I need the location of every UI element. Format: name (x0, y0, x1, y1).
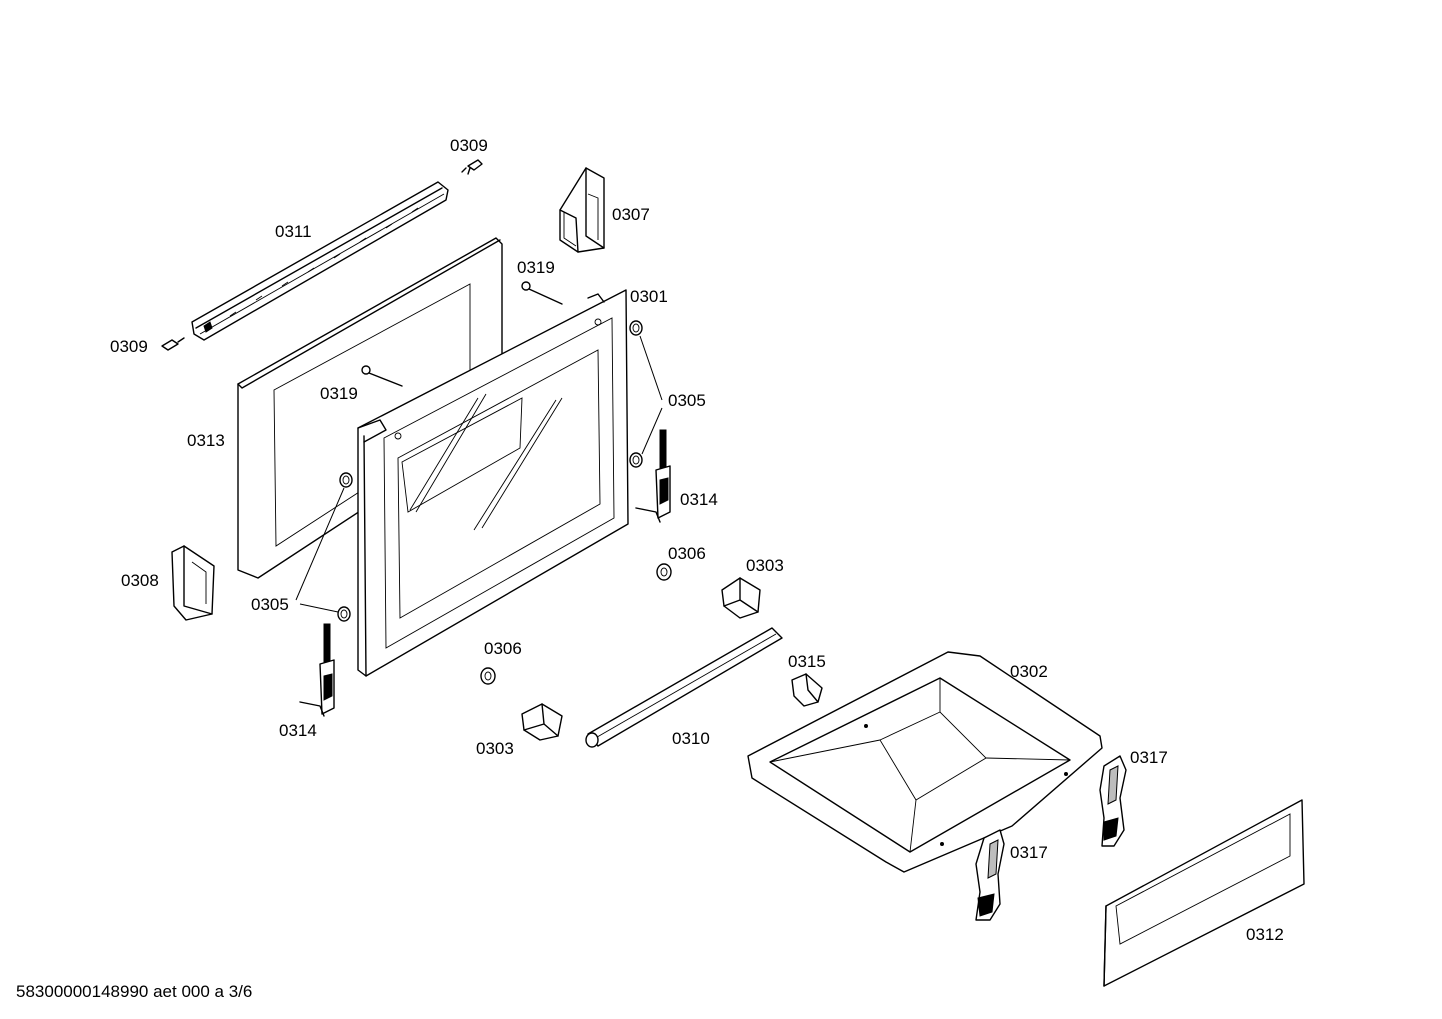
label-0319-upper: 0319 (517, 258, 555, 277)
label-0302: 0302 (1010, 662, 1048, 681)
bumper-0305-mid-right (629, 452, 643, 468)
front-glass-door-0301 (357, 289, 629, 677)
label-0309-top: 0309 (450, 136, 488, 155)
hinge-0314-right (635, 429, 671, 523)
washer-0306-upper (656, 563, 672, 581)
label-0315: 0315 (788, 652, 826, 671)
drawer-tray-0302 (747, 651, 1103, 873)
label-0309-left: 0309 (110, 337, 148, 356)
label-0306-lower: 0306 (484, 639, 522, 658)
washer-0306-lower (480, 667, 496, 685)
label-0314-right: 0314 (680, 490, 718, 509)
label-0305-right: 0305 (668, 391, 706, 410)
label-0305-left: 0305 (251, 595, 289, 614)
label-0319-lower: 0319 (320, 384, 358, 403)
pin-0319-lower (361, 365, 403, 387)
label-0314-left: 0314 (279, 721, 317, 740)
label-0301: 0301 (630, 287, 668, 306)
screw-0309-top (461, 159, 483, 175)
bracket-0307 (559, 167, 605, 253)
leader-0305-left (295, 487, 345, 613)
label-0303-upper: 0303 (746, 556, 784, 575)
label-0312: 0312 (1246, 925, 1284, 944)
label-0307: 0307 (612, 205, 650, 224)
label-0317-left: 0317 (1010, 843, 1048, 862)
drawer-front-panel-0312 (1103, 799, 1305, 987)
clip-0315 (791, 673, 823, 707)
bracket-0308 (171, 545, 215, 621)
runner-0317-right (1099, 755, 1127, 847)
bumper-0305-top-right (629, 320, 643, 336)
bumper-0305-left (339, 472, 353, 488)
document-id-footer: 58300000148990 aet 000 a 3/6 (16, 982, 252, 1001)
runner-0317-left (975, 829, 1005, 921)
top-trim-rail-0311 (191, 181, 449, 341)
label-0308: 0308 (121, 571, 159, 590)
hinge-0314-left (299, 623, 335, 717)
end-cap-0303-lower (521, 703, 563, 741)
label-0311: 0311 (275, 222, 312, 241)
end-cap-0303-upper (721, 577, 761, 619)
bumper-0305-bottom-left (337, 606, 351, 622)
label-0310: 0310 (672, 729, 710, 748)
leader-0305-right (639, 335, 663, 455)
pin-0319-upper (521, 281, 563, 305)
label-0313: 0313 (187, 431, 225, 450)
screw-0309-left (161, 337, 185, 351)
label-0317-right: 0317 (1130, 748, 1168, 767)
label-0303-lower: 0303 (476, 739, 514, 758)
label-0306-upper: 0306 (668, 544, 706, 563)
handle-bar-0310 (585, 627, 783, 748)
